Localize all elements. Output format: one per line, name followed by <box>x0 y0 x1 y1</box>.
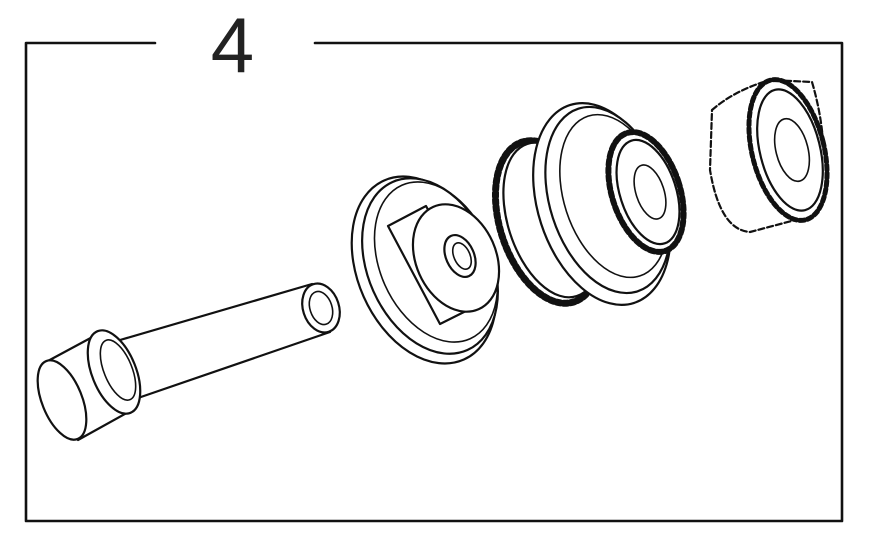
bolt-head-neck <box>99 339 137 401</box>
flanged-bushing <box>350 175 501 365</box>
step-number: 4 <box>210 1 255 89</box>
shaft-bolt <box>36 282 341 442</box>
frame-border <box>24 41 844 523</box>
shaft-body <box>118 282 332 400</box>
ring-bore <box>773 117 811 183</box>
bevel-pinion-face <box>615 138 681 246</box>
bolt-head-back <box>36 359 88 441</box>
bevel-gear-ring <box>708 77 830 234</box>
bushing-bore-inner <box>451 242 473 270</box>
bushing-bore <box>443 234 477 278</box>
gear-with-bevel-pinion <box>491 102 687 307</box>
bevel-pinion-bore <box>633 164 667 220</box>
ring-bevel-face <box>756 88 824 212</box>
shaft-end-bore <box>308 290 334 326</box>
